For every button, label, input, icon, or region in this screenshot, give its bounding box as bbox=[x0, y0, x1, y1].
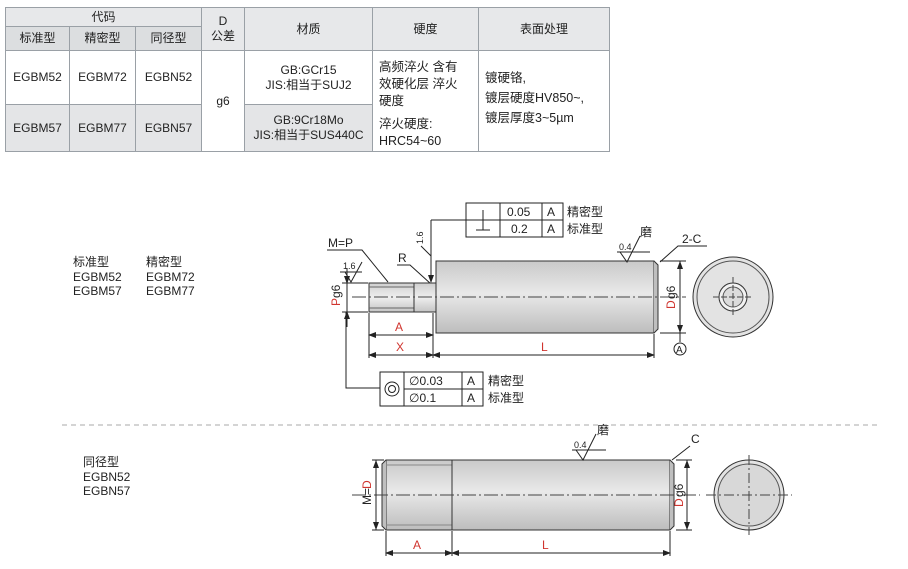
surface-line-3: 镀层厚度3~5µm bbox=[485, 111, 574, 125]
cell-prec-1: EGBM72 bbox=[69, 50, 136, 105]
label-d-g6: g6 bbox=[664, 285, 678, 299]
cell-hardness: 高频淬火 含有 效硬化层 淬火 硬度 淬火硬度: HRC54~60 bbox=[372, 50, 479, 152]
group1-precision-heading: 精密型 bbox=[146, 255, 183, 269]
spec-table: 代码 D 公差 材质 硬度 表面处理 标准型 精密型 同径型 EGBM52 EG… bbox=[5, 7, 610, 152]
leader-r bbox=[397, 264, 432, 285]
hardness-line-1: 高频淬火 含有 bbox=[379, 60, 458, 74]
header-tolerance: 公差 bbox=[210, 29, 235, 43]
subheader-same-diameter: 同径型 bbox=[135, 26, 202, 51]
perp-datum-2: A bbox=[547, 222, 555, 236]
label-p: P bbox=[329, 298, 343, 306]
group1-standard-b: EGBM57 bbox=[73, 284, 122, 298]
group1-standard-heading: 标准型 bbox=[73, 255, 110, 269]
perp-label-standard: 标准型 bbox=[567, 222, 603, 236]
material-2-jis: JIS:相当于SUS440C bbox=[253, 128, 364, 142]
subheader-standard: 标准型 bbox=[5, 26, 70, 51]
concentricity-frame bbox=[345, 312, 484, 407]
perp-tol-precision: 0.05 bbox=[507, 205, 531, 219]
cell-same-2: EGBN57 bbox=[135, 104, 202, 152]
hardness-line-2: 效硬化层 淬火 bbox=[379, 77, 458, 91]
label-m-eq-d: D bbox=[360, 480, 374, 489]
header-material: 材质 bbox=[244, 7, 373, 51]
label-d-g6-2: g6 bbox=[672, 483, 686, 497]
perpendicularity-icon bbox=[476, 210, 490, 231]
thread-section-2 bbox=[386, 464, 452, 526]
dim-l-2: L bbox=[542, 538, 549, 552]
cell-same-1: EGBN52 bbox=[135, 50, 202, 105]
label-p-g6: g6 bbox=[329, 284, 343, 298]
label-grind-2: 磨 bbox=[597, 423, 609, 437]
cell-surface: 镀硬铬, 镀层硬度HV850~, 镀层厚度3~5µm bbox=[478, 50, 610, 152]
conc-datum-2: A bbox=[467, 391, 475, 405]
conc-tol-standard: ∅0.1 bbox=[409, 391, 436, 405]
material-2-gb: GB:9Cr18Mo bbox=[273, 113, 344, 127]
cell-std-2: EGBM57 bbox=[5, 104, 70, 152]
header-code: 代码 bbox=[5, 7, 202, 27]
label-d: D bbox=[664, 300, 678, 309]
subheader-precision: 精密型 bbox=[69, 26, 136, 51]
leader-m-eq-p bbox=[327, 249, 389, 283]
roughness-symbol-body-2 bbox=[572, 433, 606, 461]
label-d-2: D bbox=[672, 498, 686, 507]
header-hardness: 硬度 bbox=[372, 7, 479, 51]
conc-tol-precision: ∅0.03 bbox=[409, 374, 443, 388]
group2-b: EGBN57 bbox=[83, 484, 131, 498]
surface-line-1: 镀硬铬, bbox=[485, 71, 526, 85]
surface-line-2: 镀层硬度HV850~, bbox=[485, 91, 584, 105]
hardness-line-3: 硬度 bbox=[379, 94, 405, 108]
label-m-eq-p: M=P bbox=[328, 236, 353, 250]
dim-l-1: L bbox=[541, 340, 548, 354]
label-r: R bbox=[398, 251, 407, 265]
group2-a: EGBN52 bbox=[83, 470, 131, 484]
group1-precision-b: EGBM77 bbox=[146, 284, 195, 298]
datum-a-circle bbox=[673, 342, 687, 356]
conc-label-standard: 标准型 bbox=[488, 391, 524, 405]
concentricity-icon bbox=[384, 381, 400, 397]
dim-a-2: A bbox=[413, 538, 421, 552]
hardness-line-4: 淬火硬度: bbox=[379, 117, 433, 131]
rough-body-value: 0.4 bbox=[619, 242, 632, 252]
datum-a-label: A bbox=[676, 345, 683, 356]
label-c: C bbox=[691, 432, 700, 446]
group1-standard-a: EGBM52 bbox=[73, 270, 122, 284]
label-grind-1: 磨 bbox=[640, 225, 652, 239]
label-m-eq-d-prefix: M= bbox=[360, 488, 374, 505]
dim-x: X bbox=[396, 340, 404, 354]
group2-heading: 同径型 bbox=[83, 455, 120, 469]
cell-material-1: GB:GCr15 JIS:相当于SUJ2 bbox=[244, 50, 373, 105]
leader-chamfer bbox=[659, 245, 707, 263]
conc-datum-1: A bbox=[467, 374, 475, 388]
conc-label-precision: 精密型 bbox=[488, 373, 524, 388]
cell-material-2: GB:9Cr18Mo JIS:相当于SUS440C bbox=[244, 104, 373, 152]
group1-precision-a: EGBM72 bbox=[146, 270, 195, 284]
cell-tolerance: g6 bbox=[201, 50, 245, 152]
roughness-symbol-shoulder bbox=[420, 232, 432, 258]
rough-shoulder-value: 1.6 bbox=[415, 231, 425, 244]
perp-label-precision: 精密型 bbox=[567, 204, 603, 219]
material-1-gb: GB:GCr15 bbox=[280, 62, 337, 77]
perp-datum-1: A bbox=[547, 205, 555, 219]
dim-a-1: A bbox=[395, 320, 403, 334]
leader-c bbox=[671, 445, 691, 461]
rough-body-value-2: 0.4 bbox=[574, 440, 587, 450]
rough-thread-value: 1.6 bbox=[343, 261, 356, 271]
hardness-line-5: HRC54~60 bbox=[379, 134, 442, 148]
perp-tol-standard: 0.2 bbox=[511, 222, 528, 236]
cell-prec-2: EGBM77 bbox=[69, 104, 136, 152]
roughness-symbol-body bbox=[617, 235, 650, 263]
header-surface: 表面处理 bbox=[478, 7, 610, 51]
end-view-2 bbox=[706, 455, 792, 535]
header-d: D bbox=[218, 14, 228, 28]
end-view-1 bbox=[692, 256, 774, 338]
material-1-jis: JIS:相当于SUJ2 bbox=[265, 77, 352, 92]
label-chamfer: 2-C bbox=[682, 232, 702, 246]
